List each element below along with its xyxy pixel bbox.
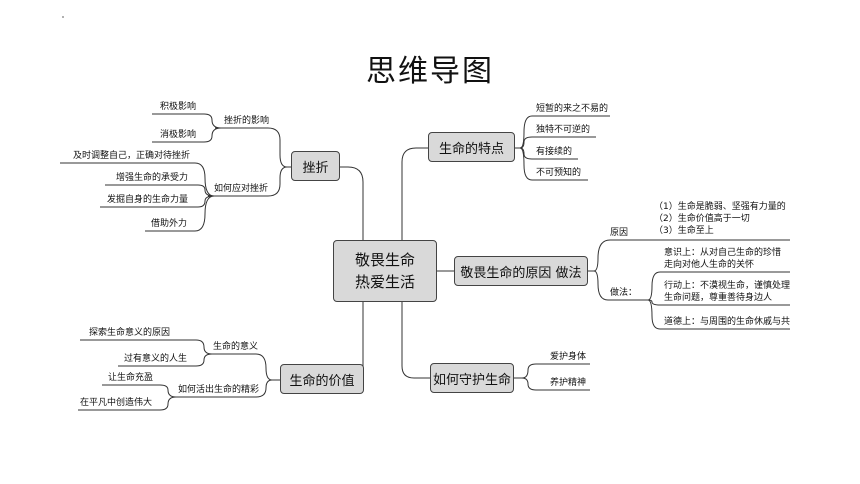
line-jingwei-method — [588, 270, 648, 301]
node-shengming-tedian: 生命的特点 — [428, 132, 515, 162]
line-sub2-item4 — [145, 195, 215, 232]
label-dute: 独特不可逆的 — [536, 125, 591, 135]
line-jsub1-item2 — [118, 353, 213, 367]
label-shengming-yiyi: 生命的意义 — [213, 342, 259, 352]
line-center-tedian — [401, 147, 428, 240]
label-chuangzao-weida: 在平凡中创造伟大 — [80, 398, 153, 408]
label-aihu-shenti: 爱护身体 — [550, 352, 587, 362]
node-cuozhe: 挫折 — [291, 151, 340, 181]
line-method-item2 — [647, 299, 790, 306]
line-shouhu-item1 — [514, 363, 590, 379]
label-cuozhe-yingxiang: 挫折的影响 — [224, 116, 270, 126]
label-chongying: 让生命充盈 — [108, 373, 154, 383]
label-tansuo-yuanyin: 探索生命意义的原因 — [89, 328, 171, 338]
line-sub2-item2 — [105, 184, 215, 197]
line-shouhu-item2 — [514, 377, 590, 391]
line-method-item3 — [647, 299, 790, 330]
label-jiexu: 有接续的 — [536, 147, 573, 157]
label-zengqiang-chengshouli: 增强生命的承受力 — [116, 173, 189, 183]
center-node: 敬畏生命 热爱生活 — [333, 240, 437, 302]
label-reason-2: （2）生命价值高于一切 — [654, 214, 750, 224]
label-jishi-tiaozheng: 及时调整自己，正确对待挫折 — [73, 151, 191, 161]
decorative-dot — [62, 16, 64, 18]
label-daode: 道德上：与周围的生命休戚与共 — [664, 317, 791, 327]
label-you-yiyi-rensheng: 过有意义的人生 — [124, 354, 188, 364]
line-jsub2-item2 — [78, 396, 177, 411]
label-jiezhu-waili: 借助外力 — [151, 219, 188, 229]
line-jingwei-reason — [588, 239, 790, 272]
label-yishi-1: 意识上：从对自己生命的珍惜 — [664, 248, 782, 258]
label-reason-1: （1）生命是脆弱、坚强有力量的 — [654, 202, 786, 212]
line-center-shouhu — [401, 302, 430, 379]
label-duanzan: 短暂的来之不易的 — [536, 104, 609, 114]
label-buke-yuzhi: 不可预知的 — [536, 168, 582, 178]
label-jiji-yingxiang: 积极影响 — [160, 102, 197, 112]
line-center-cuozhe — [340, 166, 364, 240]
node-shouhu-shengming: 如何守护生命 — [430, 363, 514, 393]
center-line-2: 热爱生活 — [354, 273, 415, 291]
page-title: 思维导图 — [366, 54, 494, 89]
center-line-1: 敬畏生命 — [354, 251, 415, 269]
line-jiazhi-sub1 — [208, 353, 280, 381]
line-sub2-item1 — [60, 162, 215, 197]
label-yishi-2: 走向对他人生命的关怀 — [664, 260, 755, 270]
label-xiaoji-yingxiang: 消极影响 — [160, 130, 197, 140]
line-tedian-item4 — [515, 147, 588, 181]
label-zuofa: 做法： — [610, 288, 638, 298]
label-fajue-liliang: 发掘自身的生命力量 — [107, 195, 189, 205]
label-yuanyin: 原因 — [610, 228, 629, 238]
label-xingdong-1: 行动上：不漠视生命，谨慎处理 — [664, 281, 791, 291]
line-cuozhe-sub2 — [208, 166, 291, 197]
node-jingwei-shengming: 敬畏生命的原因 做法 — [454, 256, 588, 286]
label-reason-3: （3）生命至上 — [654, 226, 714, 236]
line-sub1-item2 — [152, 127, 222, 143]
label-xingdong-2: 生命问题，尊重善待身边人 — [664, 293, 773, 303]
line-jsub2-item1 — [102, 384, 177, 398]
line-jiazhi-sub2 — [172, 379, 280, 398]
line-jsub1-item1 — [80, 339, 213, 355]
label-yanghu-jingshen: 养护精神 — [550, 378, 587, 388]
line-cuozhe-sub1 — [215, 127, 291, 168]
label-ruhe-yingdui: 如何应对挫折 — [214, 184, 269, 194]
node-shengming-jiazhi: 生命的价值 — [280, 364, 364, 394]
line-sub2-item3 — [100, 195, 215, 208]
line-method-item1 — [647, 271, 790, 301]
line-sub1-item1 — [152, 113, 222, 129]
label-huochu-jingcai: 如何活出生命的精彩 — [178, 385, 260, 395]
